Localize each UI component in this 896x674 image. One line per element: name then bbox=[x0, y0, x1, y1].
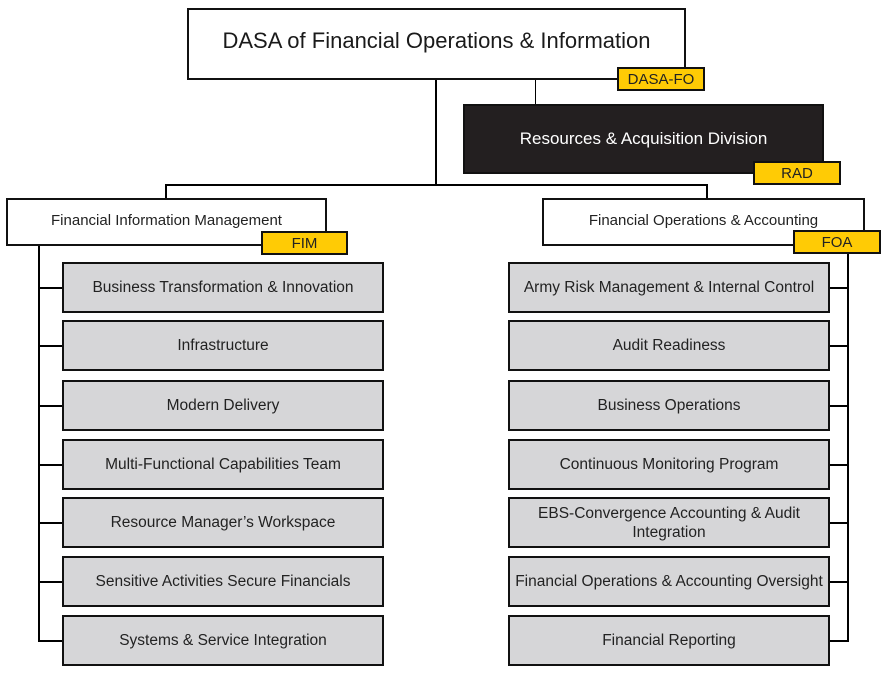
connector-top-to-rad bbox=[535, 78, 536, 104]
unit-connector bbox=[38, 522, 62, 524]
unit-connector bbox=[830, 345, 849, 347]
dasa-fo-tag: DASA-FO bbox=[617, 67, 705, 91]
fim-spine bbox=[38, 245, 40, 641]
unit-box[interactable]: Systems & Service Integration bbox=[62, 615, 384, 666]
unit-label: Business Transformation & Innovation bbox=[92, 279, 354, 296]
unit-label: Resource Manager’s Workspace bbox=[110, 514, 336, 531]
unit-box[interactable]: EBS-Convergence Accounting & Audit Integ… bbox=[508, 497, 830, 548]
unit-box[interactable]: Modern Delivery bbox=[62, 380, 384, 431]
connector-divisions-horizontal bbox=[165, 184, 708, 186]
unit-label: Sensitive Activities Secure Financials bbox=[95, 573, 351, 590]
unit-box[interactable]: Infrastructure bbox=[62, 320, 384, 371]
unit-connector bbox=[830, 581, 849, 583]
connector-top-to-divisions bbox=[435, 78, 437, 186]
unit-box[interactable]: Resource Manager’s Workspace bbox=[62, 497, 384, 548]
unit-label: Continuous Monitoring Program bbox=[559, 456, 779, 473]
unit-label: EBS-Convergence Accounting & Audit Integ… bbox=[538, 504, 800, 541]
unit-connector bbox=[830, 640, 849, 642]
foa-spine bbox=[847, 252, 849, 641]
unit-label: Multi-Functional Capabilities Team bbox=[105, 456, 341, 473]
unit-box[interactable]: Army Risk Management & Internal Control bbox=[508, 262, 830, 313]
unit-label: Infrastructure bbox=[177, 337, 269, 354]
unit-connector bbox=[38, 405, 62, 407]
connector-to-foa bbox=[706, 184, 708, 200]
unit-box[interactable]: Continuous Monitoring Program bbox=[508, 439, 830, 490]
unit-connector bbox=[38, 640, 62, 642]
unit-label: Financial Operations & Accounting Oversi… bbox=[515, 573, 823, 590]
unit-box[interactable]: Financial Reporting bbox=[508, 615, 830, 666]
unit-connector bbox=[830, 522, 849, 524]
unit-connector bbox=[38, 345, 62, 347]
unit-label: Army Risk Management & Internal Control bbox=[523, 279, 815, 296]
rad-tag: RAD bbox=[753, 161, 841, 185]
unit-connector bbox=[830, 287, 849, 289]
unit-label: Modern Delivery bbox=[166, 397, 280, 414]
unit-box[interactable]: Audit Readiness bbox=[508, 320, 830, 371]
unit-box[interactable]: Financial Operations & Accounting Oversi… bbox=[508, 556, 830, 607]
unit-box[interactable]: Multi-Functional Capabilities Team bbox=[62, 439, 384, 490]
unit-connector bbox=[38, 287, 62, 289]
rad-title: Resources & Acquisition Division bbox=[519, 129, 768, 148]
unit-box[interactable]: Business Operations bbox=[508, 380, 830, 431]
unit-connector bbox=[830, 405, 849, 407]
unit-label: Financial Reporting bbox=[602, 632, 736, 649]
division-fim-tag: FIM bbox=[261, 231, 348, 255]
dasa-fo-box[interactable]: DASA of Financial Operations & Informati… bbox=[187, 8, 686, 80]
division-foa-tag: FOA bbox=[793, 230, 881, 254]
unit-connector bbox=[38, 464, 62, 466]
division-foa-title: Financial Operations & Accounting bbox=[588, 211, 819, 229]
unit-label: Business Operations bbox=[597, 397, 741, 414]
connector-to-fim bbox=[165, 184, 167, 200]
dasa-fo-title: DASA of Financial Operations & Informati… bbox=[222, 28, 651, 53]
unit-label: Systems & Service Integration bbox=[119, 632, 327, 649]
unit-connector bbox=[830, 464, 849, 466]
unit-box[interactable]: Business Transformation & Innovation bbox=[62, 262, 384, 313]
unit-connector bbox=[38, 581, 62, 583]
unit-box[interactable]: Sensitive Activities Secure Financials bbox=[62, 556, 384, 607]
division-fim-title: Financial Information Management bbox=[51, 211, 282, 229]
unit-label: Audit Readiness bbox=[612, 337, 726, 354]
